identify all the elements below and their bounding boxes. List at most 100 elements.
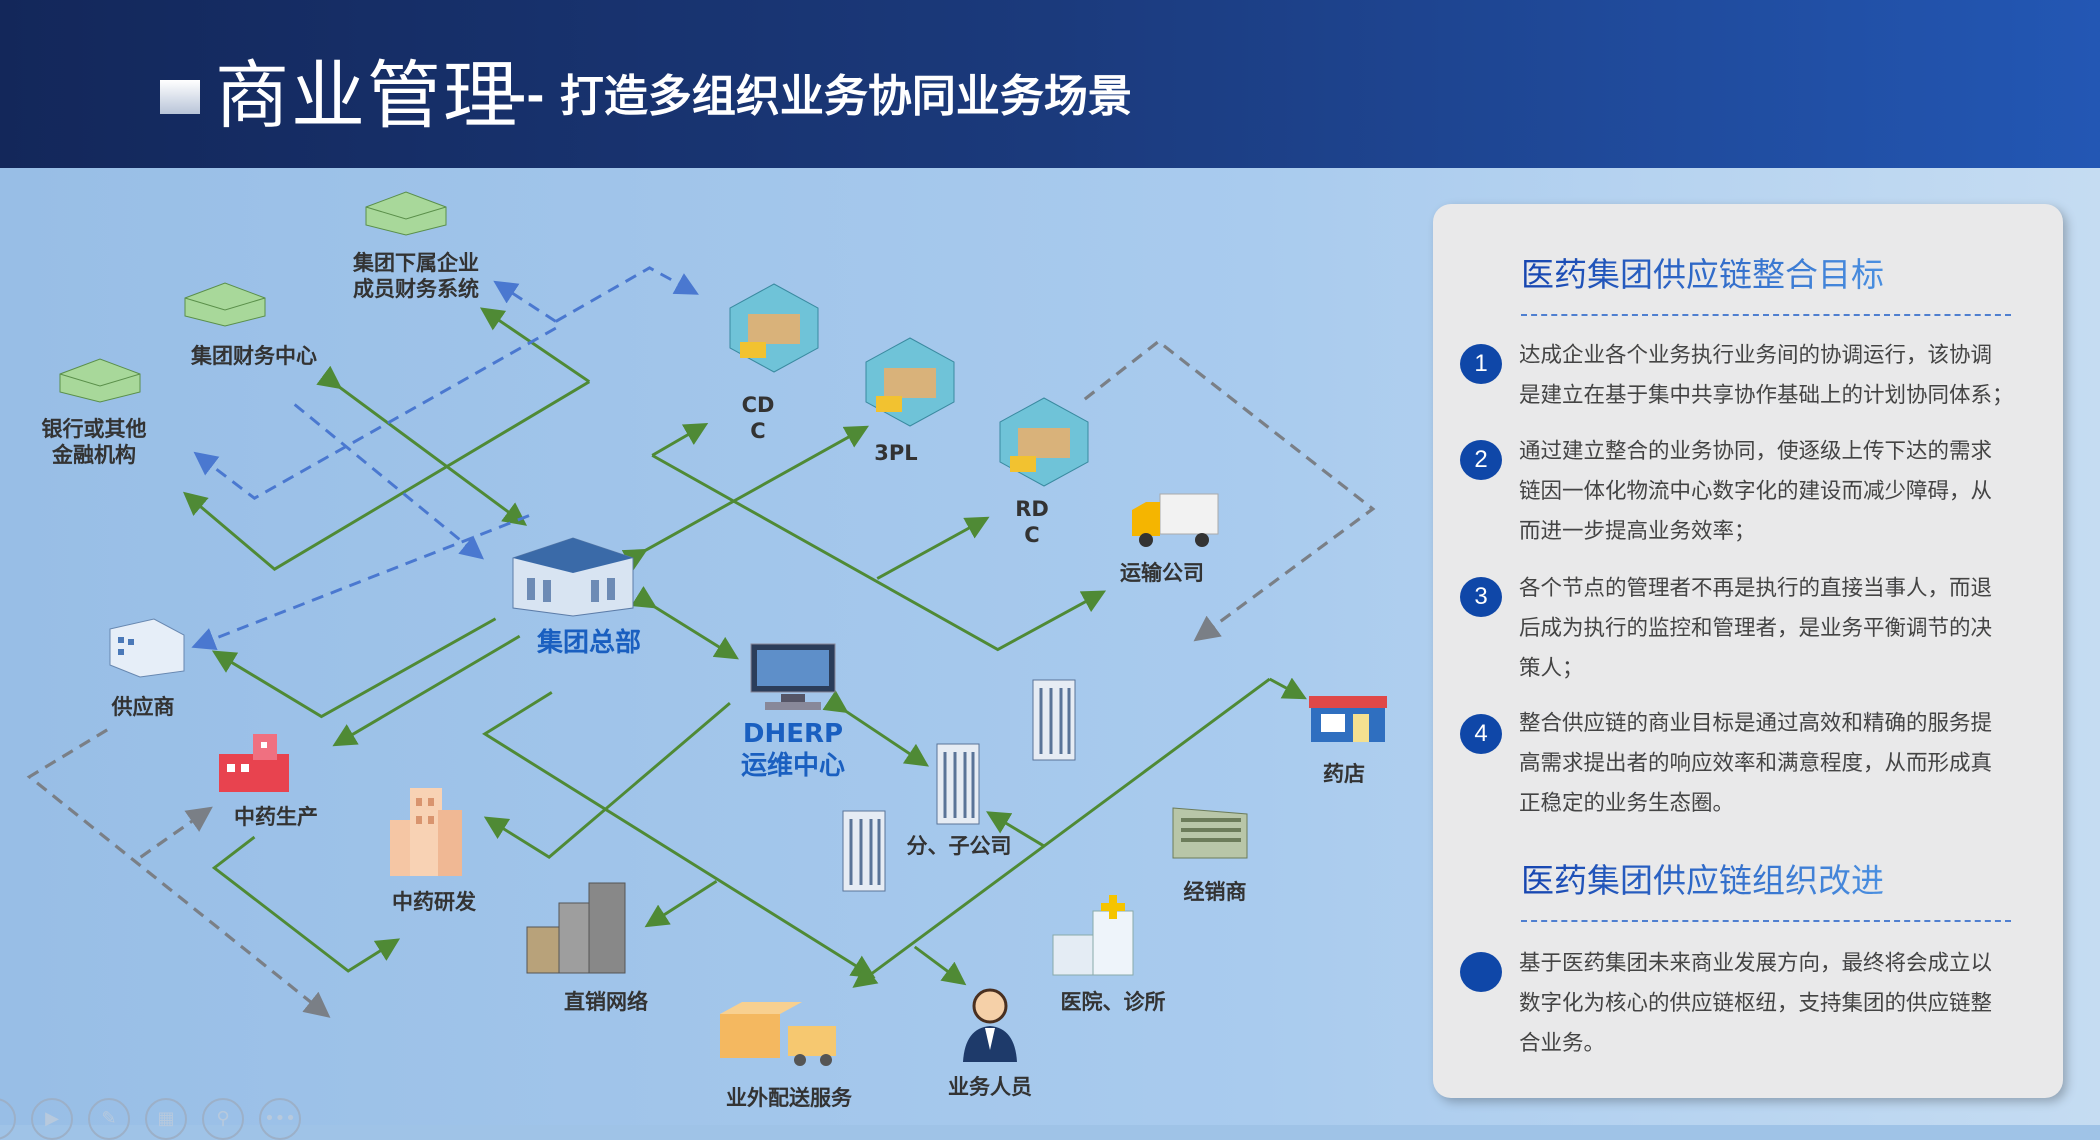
label-finance-subsidiary: 集团下属企业成员财务系统 xyxy=(353,250,479,302)
label-line: CD xyxy=(741,393,775,417)
link-green xyxy=(876,516,990,580)
delivery-boxes-icon xyxy=(720,1002,836,1066)
link-blue-dashed xyxy=(293,403,485,560)
play-button[interactable]: ▶ xyxy=(31,1098,73,1140)
link-blue-dashed xyxy=(191,514,530,651)
number-badge: 2 xyxy=(1460,440,1502,480)
label-line: C xyxy=(1024,523,1040,547)
label-hospital: 医院、诊所 xyxy=(1060,990,1166,1014)
distributor-building-icon xyxy=(1172,807,1248,859)
goal-item-3: 各个节点的管理者不再是执行的直接当事人，而退后成为执行的监控和管理者，是业务平衡… xyxy=(1519,569,2029,689)
label-line: 运维中心 xyxy=(740,751,846,781)
pen-icon: ✎ xyxy=(101,1108,117,1129)
server-finance-icon xyxy=(365,191,447,236)
link-green xyxy=(332,634,521,747)
more-icon: ••• xyxy=(264,1108,296,1129)
label-3pl: 3PL xyxy=(874,441,918,465)
more-options-button[interactable]: ••• xyxy=(259,1098,301,1140)
label-line: 成员财务系统 xyxy=(353,277,479,301)
label-line: DHERP xyxy=(742,719,844,749)
link-green xyxy=(1268,677,1307,700)
label-subsidiary: 分、子公司 xyxy=(906,834,1012,858)
subsidiary-tower-icon xyxy=(842,810,886,892)
label-salesperson: 业务人员 xyxy=(948,1075,1032,1099)
link-green xyxy=(211,617,497,719)
divider xyxy=(1521,314,2011,316)
label-distributor: 经销商 xyxy=(1183,880,1247,904)
pen-tool-button[interactable]: ✎ xyxy=(88,1098,130,1140)
subsidiary-tower-icon xyxy=(1032,679,1076,761)
link-gray-dashed xyxy=(26,728,331,1018)
number-badge: 1 xyxy=(1460,344,1502,384)
server-bank-icon xyxy=(59,358,141,403)
pharmacy-store-icon xyxy=(1309,696,1387,742)
text-line: 达成企业各个业务执行业务间的协调运行，该协调 xyxy=(1519,343,1993,368)
label-pharmacy: 药店 xyxy=(1323,762,1365,786)
supplier-building-icon xyxy=(109,618,185,678)
page-subtitle: -- 打造多组织业务协同业务场景 xyxy=(508,71,1132,122)
label-line: RD xyxy=(1015,497,1049,521)
text-line: 高需求提出者的响应效率和满意程度，从而形成真 xyxy=(1519,751,1993,776)
section-title-improvement: 医药集团供应链组织改进 xyxy=(1521,854,1884,902)
link-blue-dashed xyxy=(193,326,557,500)
text-line: 基于医药集团未来商业发展方向，最终将会成立以 xyxy=(1519,951,1993,976)
link-gray-dashed xyxy=(139,806,213,859)
number-badge: 4 xyxy=(1460,714,1502,754)
link-green xyxy=(479,307,591,383)
label-delivery: 业外配送服务 xyxy=(726,1086,852,1110)
label-bank: 银行或其他金融机构 xyxy=(42,416,147,468)
improvement-item: 基于医药集团未来商业发展方向，最终将会成立以数字化为核心的供应链枢纽，支持集团的… xyxy=(1519,944,2029,1064)
link-green xyxy=(913,945,967,986)
text-line: 各个节点的管理者不再是执行的直接当事人，而退 xyxy=(1519,576,1993,601)
link-green xyxy=(822,690,930,767)
label-transport: 运输公司 xyxy=(1120,561,1204,585)
link-green xyxy=(483,702,731,859)
label-line: 银行或其他 xyxy=(41,417,147,441)
label-tcm-rd: 中药研发 xyxy=(392,890,476,914)
magnifier-icon: ⚲ xyxy=(216,1108,230,1129)
link-gray-dashed xyxy=(1083,339,1376,642)
warehouse-3pl-icon xyxy=(865,337,955,427)
divider xyxy=(1521,920,2011,922)
goals-panel: 医药集团供应链整合目标 1 达成企业各个业务执行业务间的协调运行，该协调是建立在… xyxy=(1433,204,2063,1098)
label-line: C xyxy=(750,419,766,443)
text-line: 后成为执行的监控和管理者，是业务平衡调节的决 xyxy=(1519,616,1993,641)
factory-icon xyxy=(219,734,289,792)
title-square-icon xyxy=(160,80,200,114)
link-green xyxy=(482,691,876,979)
warehouse-rdc-icon xyxy=(999,397,1089,487)
link-green xyxy=(316,365,528,526)
label-direct-sales: 直销网络 xyxy=(564,990,648,1014)
text-line: 通过建立整合的业务协同，使逐级上传下达的需求 xyxy=(1519,439,1993,464)
goal-item-1: 达成企业各个业务执行业务间的协调运行，该协调是建立在基于集中共享协作基础上的计划… xyxy=(1519,336,2029,416)
link-green xyxy=(630,586,739,660)
text-line: 整合供应链的商业目标是通过高效和精确的服务提 xyxy=(1519,711,1993,736)
grid-icon: ▦ xyxy=(157,1108,175,1129)
zoom-button[interactable]: ⚲ xyxy=(202,1098,244,1140)
number-badge: 3 xyxy=(1460,577,1502,617)
text-line: 合业务。 xyxy=(1519,1031,1606,1056)
label-supplier: 供应商 xyxy=(111,695,175,719)
truck-icon xyxy=(1132,493,1219,547)
label-tcm-production: 中药生产 xyxy=(234,805,318,829)
text-line: 策人； xyxy=(1519,656,1584,681)
goal-item-2: 通过建立整合的业务协同，使逐级上传下达的需求链因一体化物流中心数字化的建设而减少… xyxy=(1519,432,2029,552)
server-finance-icon xyxy=(184,282,266,327)
text-line: 而进一步提高业务效率； xyxy=(1519,519,1756,544)
label-headquarters: 集团总部 xyxy=(536,628,642,658)
headquarters-building-icon xyxy=(512,537,634,617)
label-line: 集团下属企业 xyxy=(353,251,479,275)
text-line: 链因一体化物流中心数字化的建设而减少障碍，从 xyxy=(1519,479,1993,504)
link-green xyxy=(852,677,1271,988)
text-line: 正稳定的业务生态圈。 xyxy=(1519,791,1735,816)
link-green xyxy=(621,425,869,571)
slides-overview-button[interactable]: ▦ xyxy=(145,1098,187,1140)
play-icon: ▶ xyxy=(45,1108,59,1129)
label-line: 金融机构 xyxy=(52,443,136,467)
section-title-goals: 医药集团供应链整合目标 xyxy=(1521,248,1884,296)
page-title: 商业管理 xyxy=(215,53,519,139)
